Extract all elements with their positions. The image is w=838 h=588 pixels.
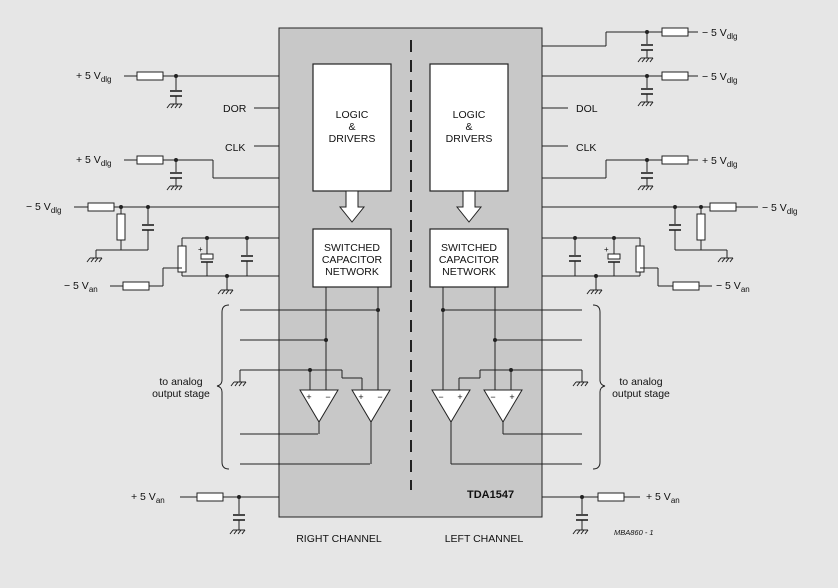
svg-text:NETWORK: NETWORK — [325, 266, 379, 278]
svg-text:−: − — [325, 392, 330, 402]
svg-text:+ 5 Van: + 5 Van — [131, 491, 165, 505]
pin-clk-left: CLK — [542, 142, 596, 154]
brace-right — [592, 304, 606, 470]
arrow-logic-to-scn-left — [455, 190, 483, 223]
label-right-channel: RIGHT CHANNEL — [296, 533, 382, 545]
svg-text:− 5 Vdlg: − 5 Vdlg — [702, 71, 738, 85]
chip-name: TDA1547 — [467, 489, 514, 501]
svg-text:+: + — [457, 392, 462, 402]
svg-text:DOL: DOL — [576, 103, 598, 115]
svg-text:−: − — [490, 392, 495, 402]
svg-text:DRIVERS: DRIVERS — [446, 133, 493, 145]
svg-text:− 5 Vdlg: − 5 Vdlg — [762, 202, 798, 216]
svg-text:DOR: DOR — [223, 103, 247, 115]
svg-text:CAPACITOR: CAPACITOR — [322, 254, 383, 266]
figure-id: MBA860 - 1 — [614, 528, 654, 537]
opamp-right-2 — [351, 389, 391, 423]
note-right-output-stage: to analog output stage — [612, 376, 670, 400]
svg-text:LOGIC: LOGIC — [453, 109, 486, 121]
svg-text:output stage: output stage — [612, 388, 670, 400]
svg-text:&: & — [348, 121, 355, 133]
brace-left — [216, 304, 230, 470]
opamp-left-1 — [431, 389, 471, 423]
svg-text:&: & — [465, 121, 472, 133]
left-decoupling-network: + — [177, 236, 279, 295]
pin-dor: DOR — [223, 103, 279, 115]
svg-text:DRIVERS: DRIVERS — [329, 133, 376, 145]
svg-text:−: − — [377, 392, 382, 402]
svg-text:+: + — [358, 392, 363, 402]
svg-text:+: + — [198, 245, 203, 254]
logic-block-left: LOGIC & DRIVERS — [429, 63, 509, 192]
right-decoupling-network: + — [542, 236, 645, 295]
pin-dol: DOL — [542, 103, 598, 115]
note-left-output-stage: to analog output stage — [152, 376, 210, 400]
right-supply-3: + 5 Vdlg — [542, 155, 738, 191]
pin-clk-right: CLK — [225, 142, 279, 154]
analog-outputs-right: + − + − — [230, 287, 391, 465]
left-supply-3: − 5 Vdlg — [26, 201, 279, 263]
opamp-right-1 — [299, 389, 339, 423]
svg-text:NETWORK: NETWORK — [442, 266, 496, 278]
opamp-left-2 — [483, 389, 523, 423]
right-supply-5: − 5 Van — [640, 267, 750, 294]
logic-block-right: LOGIC & DRIVERS — [312, 63, 392, 192]
svg-text:+ 5 Vdlg: + 5 Vdlg — [76, 70, 112, 84]
svg-text:+: + — [604, 245, 609, 254]
svg-text:to analog: to analog — [619, 376, 662, 388]
label-left-channel: LEFT CHANNEL — [445, 533, 524, 545]
svg-text:− 5 Vdlg: − 5 Vdlg — [26, 201, 62, 215]
svg-text:+: + — [509, 392, 514, 402]
svg-text:− 5 Van: − 5 Van — [64, 280, 98, 294]
svg-text:LOGIC: LOGIC — [336, 109, 369, 121]
svg-text:to analog: to analog — [159, 376, 202, 388]
svg-text:− 5 Vdlg: − 5 Vdlg — [702, 27, 738, 41]
svg-text:CAPACITOR: CAPACITOR — [439, 254, 500, 266]
scn-block-right: SWITCHED CAPACITOR NETWORK — [312, 228, 392, 288]
left-supply-1: + 5 Vdlg — [76, 70, 279, 109]
svg-text:+ 5 Vdlg: + 5 Vdlg — [702, 155, 738, 169]
right-supply-2: − 5 Vdlg — [542, 71, 738, 107]
right-supply-6: + 5 Van — [542, 491, 680, 535]
scn-block-left: SWITCHED CAPACITOR NETWORK — [429, 228, 509, 288]
analog-outputs-left: − + − + — [431, 287, 589, 465]
svg-text:+: + — [306, 392, 311, 402]
left-supply-4: − 5 Van — [64, 267, 182, 294]
right-supply-4: − 5 Vdlg — [542, 202, 798, 263]
svg-text:CLK: CLK — [576, 142, 596, 154]
svg-text:SWITCHED: SWITCHED — [441, 242, 497, 254]
svg-text:+ 5 Vdlg: + 5 Vdlg — [76, 154, 112, 168]
left-supply-2: + 5 Vdlg — [76, 154, 279, 191]
arrow-logic-to-scn-right — [338, 190, 366, 223]
svg-text:CLK: CLK — [225, 142, 245, 154]
svg-text:output stage: output stage — [152, 388, 210, 400]
svg-text:−: − — [438, 392, 443, 402]
svg-text:+ 5 Van: + 5 Van — [646, 491, 680, 505]
right-supply-1: − 5 Vdlg — [542, 27, 738, 63]
left-supply-5: + 5 Van — [131, 491, 279, 535]
svg-text:SWITCHED: SWITCHED — [324, 242, 380, 254]
svg-text:− 5 Van: − 5 Van — [716, 280, 750, 294]
